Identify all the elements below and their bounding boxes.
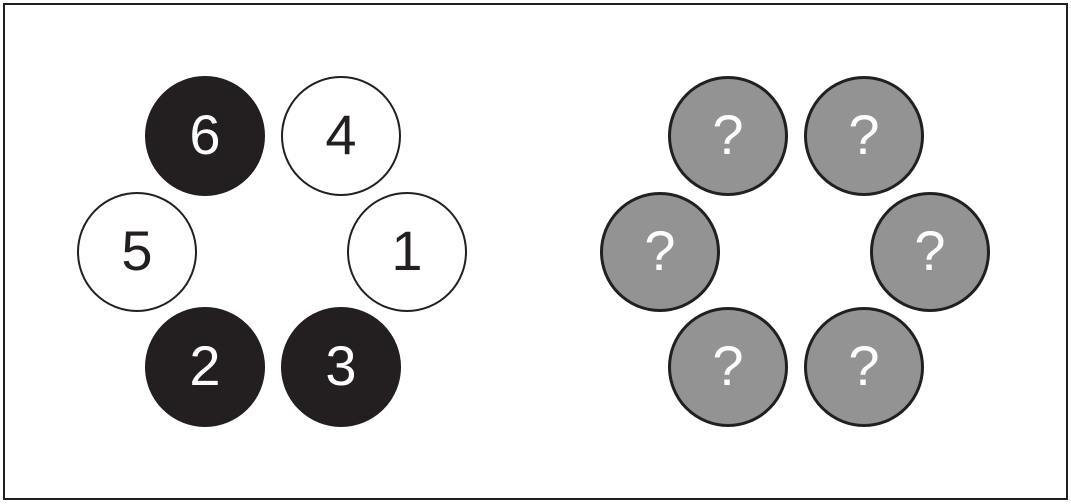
unknown-disc: ?	[870, 192, 990, 312]
disc-label: 2	[189, 334, 221, 397]
disc-label: ?	[644, 219, 676, 282]
diagram-frame	[3, 3, 1068, 500]
disc-label: 5	[121, 219, 153, 282]
disc-label: ?	[848, 103, 880, 166]
unknown-disc: ?	[668, 76, 788, 196]
disc-label: ?	[712, 334, 744, 397]
unknown-disc: ?	[600, 192, 720, 312]
disc-label: 6	[189, 103, 221, 166]
disc-label: 4	[325, 103, 357, 166]
left-disc: 6	[145, 76, 265, 196]
disc-label: ?	[848, 334, 880, 397]
left-disc: 5	[77, 192, 197, 312]
left-disc: 1	[347, 192, 467, 312]
left-disc: 3	[281, 307, 401, 427]
left-disc: 2	[145, 307, 265, 427]
unknown-disc: ?	[668, 307, 788, 427]
disc-label: ?	[712, 103, 744, 166]
left-disc: 4	[281, 76, 401, 196]
unknown-disc: ?	[804, 76, 924, 196]
unknown-disc: ?	[804, 307, 924, 427]
disc-label: 1	[391, 219, 423, 282]
disc-label: 3	[325, 334, 357, 397]
disc-label: ?	[914, 219, 946, 282]
